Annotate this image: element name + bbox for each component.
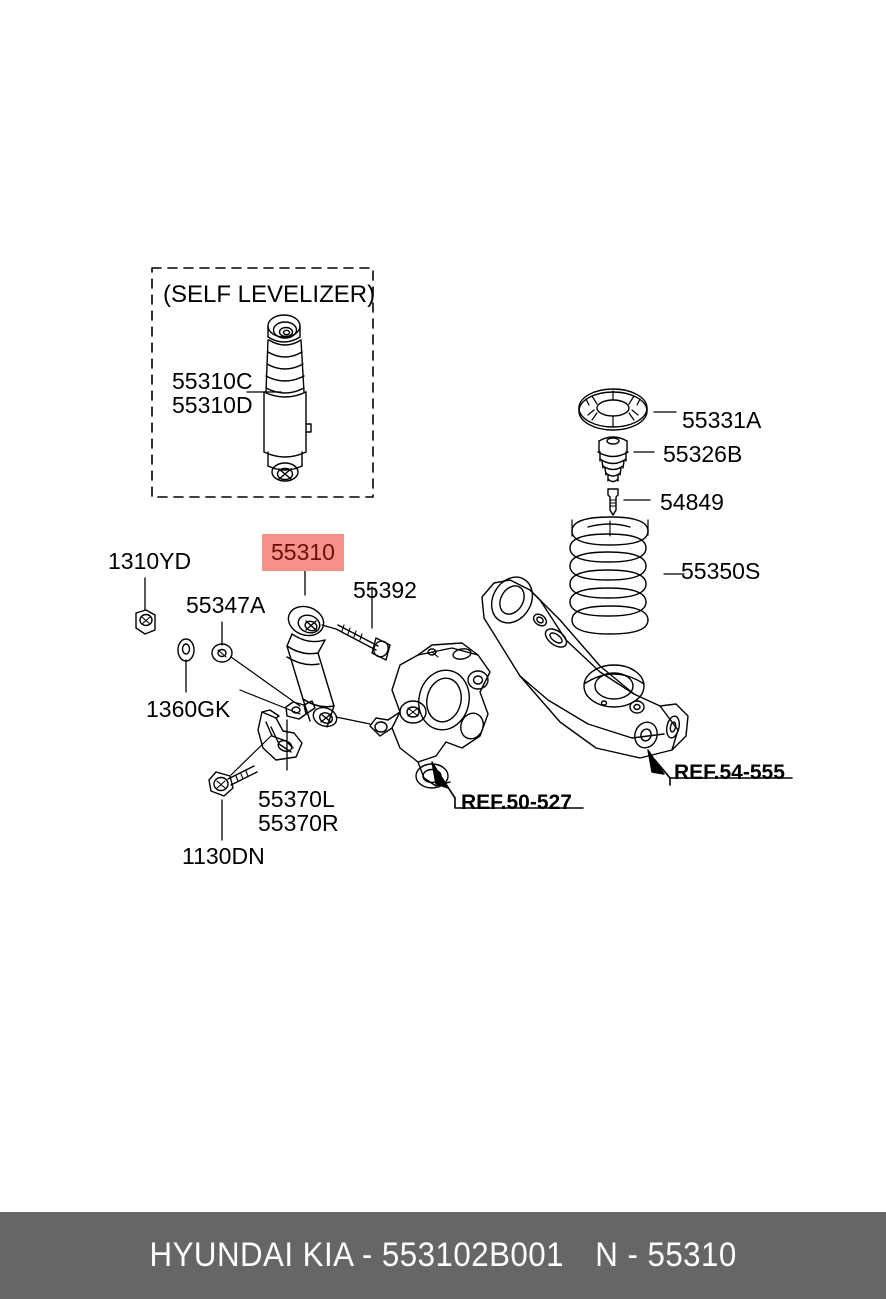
label-55331A: 55331A [682,407,762,433]
footer-brand-part: HYUNDAI KIA - 553102B001 [149,1236,564,1274]
inset-title: (SELF LEVELIZER) [163,281,376,308]
footer-bar: HYUNDAI KIA - 553102B001 N - 55310 [0,1212,886,1299]
label-55370R: 55370R [258,810,339,836]
label-55370L: 55370L [258,786,335,812]
reference-54-555[interactable]: REF.54-555 [674,761,785,784]
footer-alt-part: N - 55310 [595,1236,737,1274]
reference-50-527[interactable]: REF.50-527 [461,791,572,814]
label-55310D: 55310D [172,392,253,418]
label-55326B: 55326B [663,441,743,467]
label-1360GK: 1360GK [146,696,231,722]
label-55392: 55392 [353,577,417,603]
label-55347A: 55347A [186,592,266,618]
label-55310C: 55310C [172,368,253,394]
label-1130DN: 1130DN [182,843,265,869]
highlighted-part-number[interactable]: 55310 [262,534,344,571]
label-1310YD: 1310YD [108,548,192,574]
label-55350S: 55350S [681,558,761,584]
label-54849: 54849 [660,489,724,515]
